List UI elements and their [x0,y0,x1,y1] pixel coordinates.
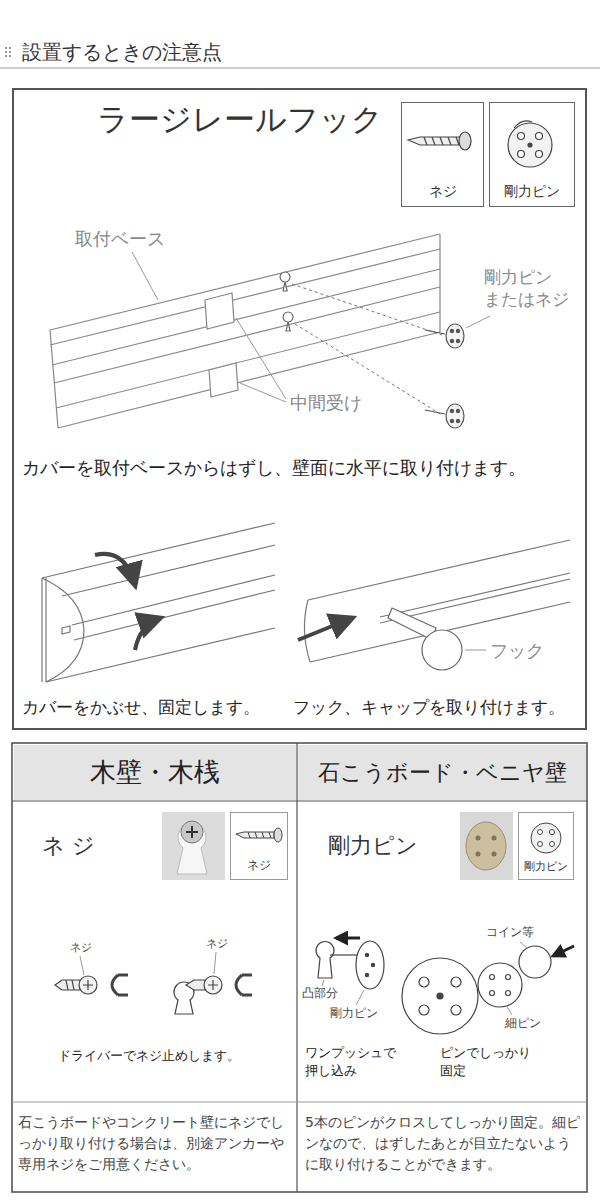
text-label: 取付ベース [75,228,165,251]
text-label: ネジ [206,937,228,951]
text-label: ネ ジ [42,832,95,860]
title-marker [5,47,11,57]
icon-box: 剛力ピン [518,812,574,880]
pin-icon [531,823,561,853]
text-label: 剛力ピン またはネジ [484,266,572,310]
text-label: 剛力ピン [330,1006,378,1021]
text-label: 剛力ピン [328,832,418,860]
pin-photo [460,812,513,880]
keyhole [280,272,293,331]
screw-icon [236,828,282,842]
text-label: 5本のピンがクロスしてしっかり固定。細ピンなので、はずしたあとが目立たないように… [305,1112,583,1175]
slide-arrow [298,618,352,640]
header-cell: 木壁・木桟 [14,745,296,800]
icon-box: ネジ [230,812,288,880]
node-label: ネジ [429,183,457,201]
text-label: フック [490,640,544,663]
page-title: 設置するときの注意点 [22,40,222,65]
text-label: ネジ [70,941,92,955]
pin-icon [508,121,552,167]
screw-driver [55,952,252,1014]
pin-fix [402,942,574,1034]
text-label: ピンでしっかり 固定 [440,1044,536,1079]
text-label: 凸部分 [302,986,338,1001]
text-label: 石こうボードやコンクリート壁にネジでしっかり取り付ける場合は、別途アンカーや専用… [18,1112,292,1175]
rail-cover [42,523,275,682]
node-label: 剛力ピン [504,183,560,201]
leader-line [132,252,490,402]
text-label: カバーを取付ベースからはずし、壁面に水平に取り付けます。 [22,457,526,480]
node-label: 剛力ピン [524,860,568,873]
title-rule [0,68,600,69]
attach-arrow [95,554,160,650]
text-label: カバーをかぶせ、固定します。 [22,697,260,718]
screw-icon [408,132,471,150]
node-label: ラージレールフック [97,100,383,139]
pin-side [425,324,464,428]
node-label: 木壁・木桟 [90,756,220,789]
text-label: ワンプッシュで 押し込み [305,1044,401,1079]
mounting-base [50,234,440,428]
text-label: 中間受け [290,392,362,415]
header-cell: 石こうボード・ベニヤ壁 [298,745,586,800]
table-frame [12,743,587,1192]
icon-box: ネジ [401,102,484,207]
icon-box: 剛力ピン [489,102,575,207]
text-label: コイン等 [486,925,534,940]
screw-photo [162,812,225,880]
leader-line [465,650,486,651]
middle-support [205,293,238,397]
hook [388,608,462,670]
text-label: 細ピン [505,1016,541,1031]
text-label: フック、キャップを取り付けます。 [293,697,565,718]
node-label: 石こうボード・ベニヤ壁 [318,759,567,787]
text-label: ドライバーでネジ止めします。 [58,1048,240,1064]
node-label: ネジ [247,858,271,873]
